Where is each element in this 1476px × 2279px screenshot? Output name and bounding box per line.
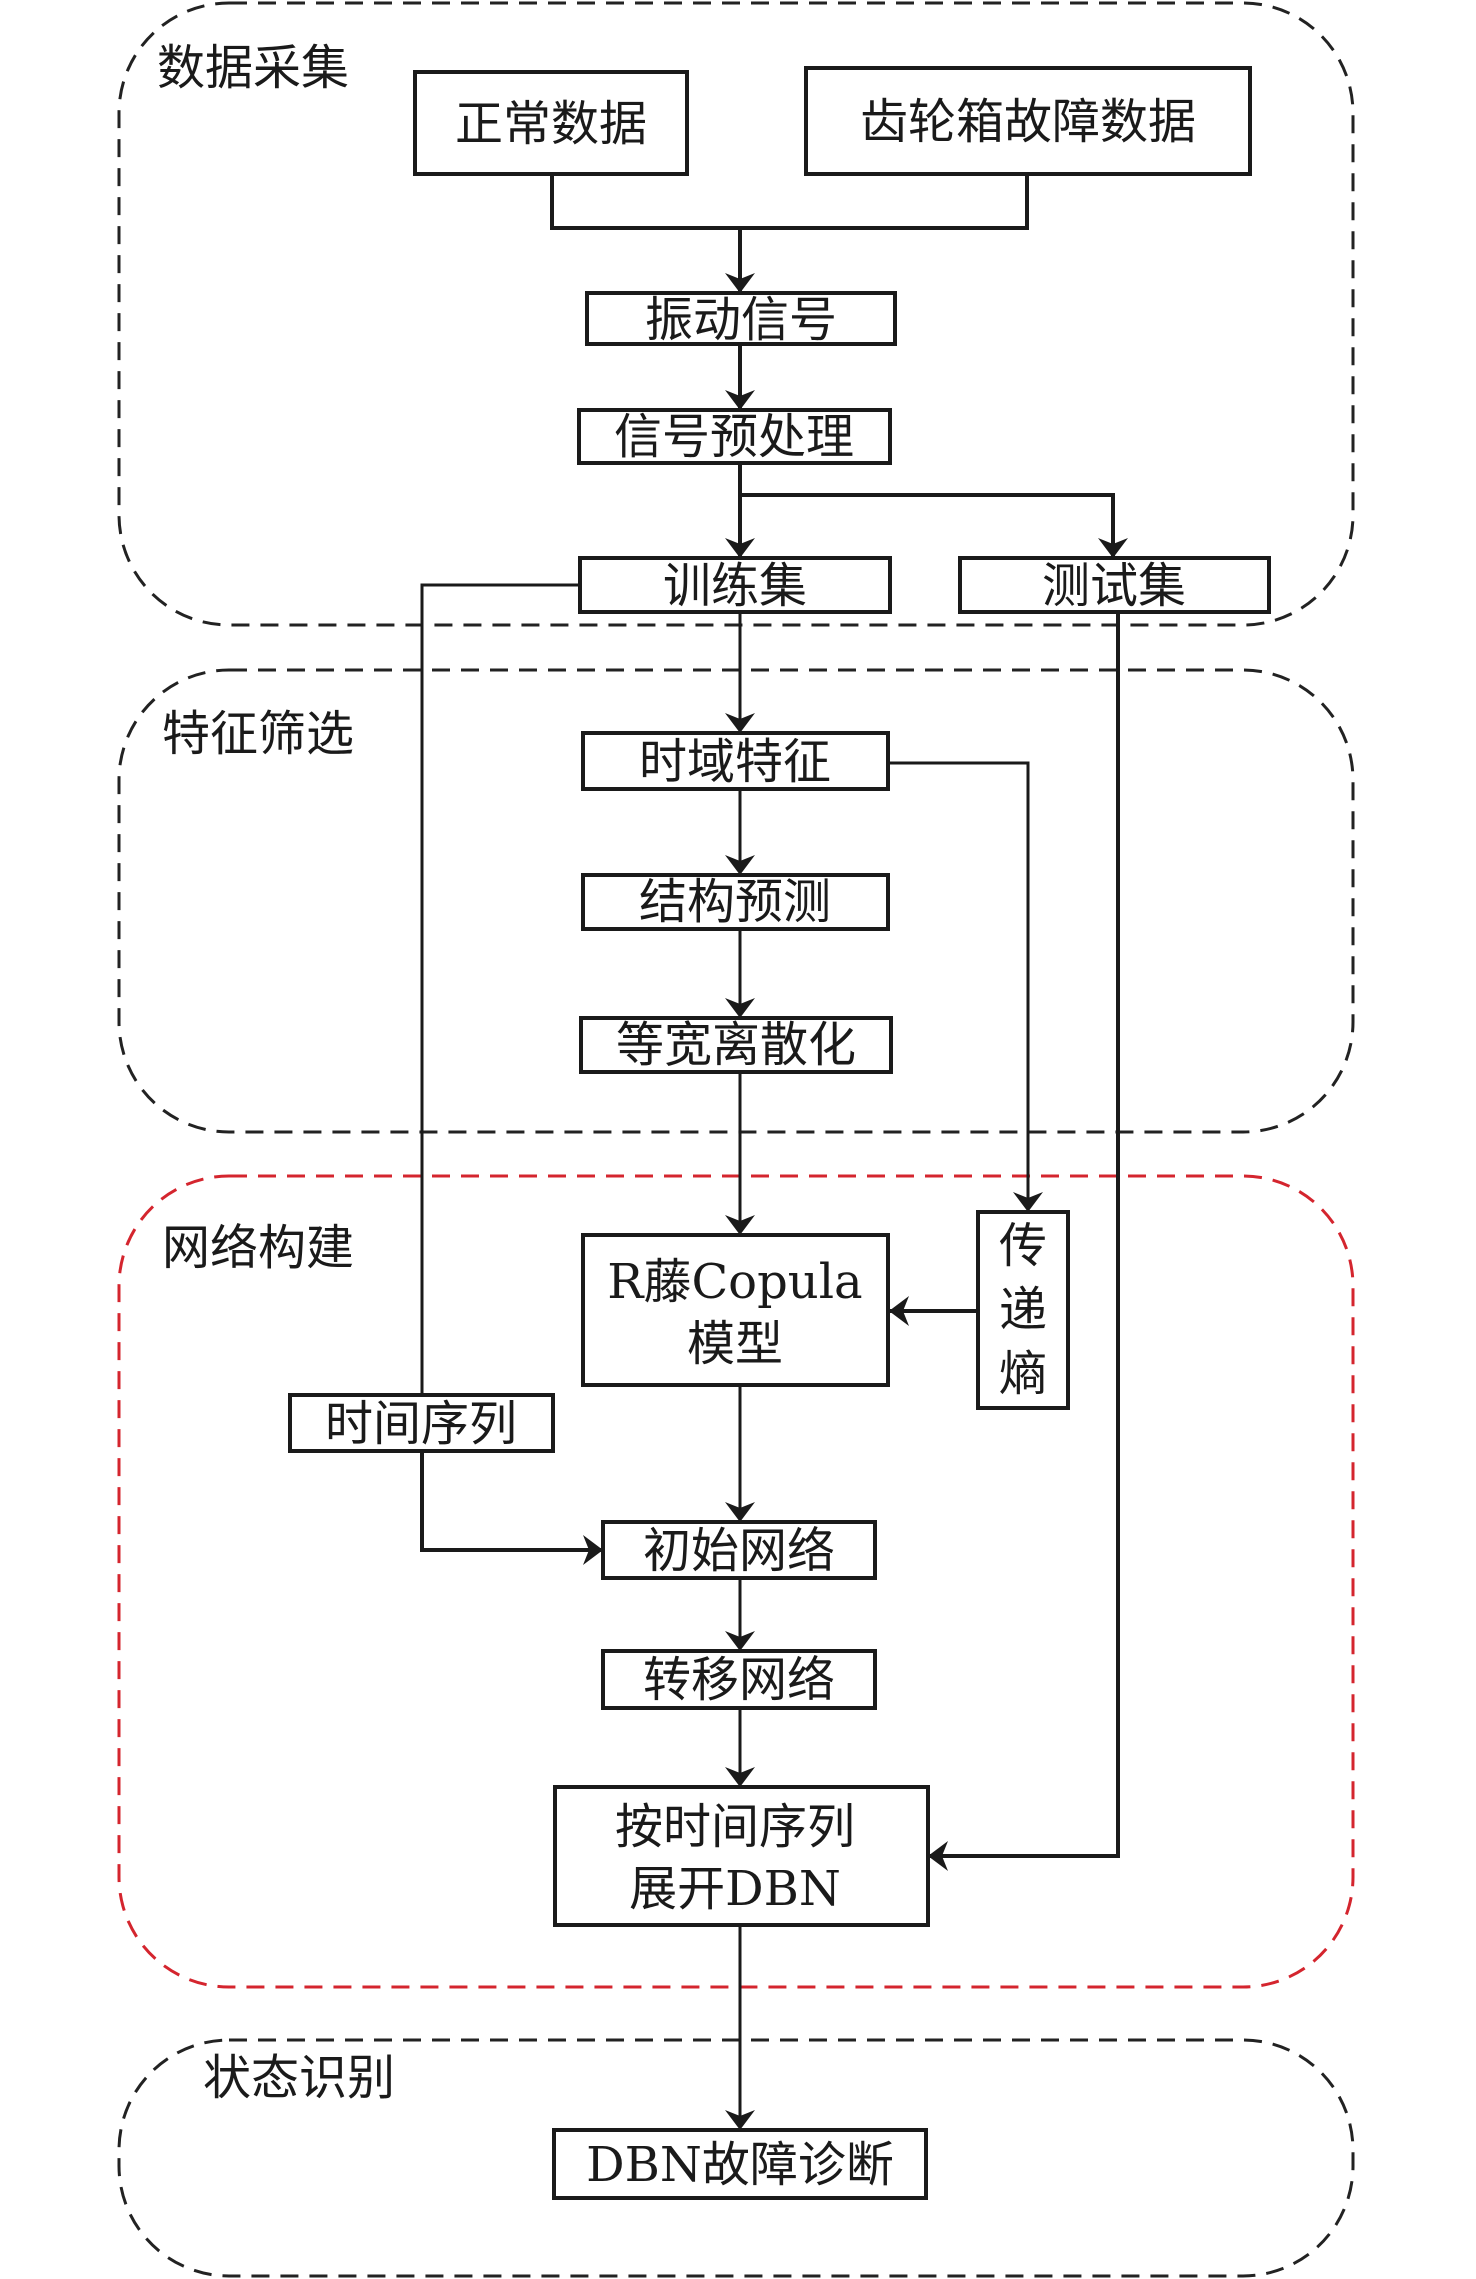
node-vibration-signal: 振动信号 — [585, 291, 897, 348]
section-label-network-construction: 网络构建 — [162, 1220, 354, 1276]
node-structure-prediction-label: 结构预测 — [639, 874, 831, 930]
node-initial-network-label: 初始网络 — [643, 1523, 835, 1579]
node-transfer-entropy: 传 递 熵 — [976, 1210, 1070, 1410]
arrow-time-domain-to-transfer-entropy — [888, 761, 1043, 1212]
node-transfer-entropy-char-1: 传 — [999, 1218, 1047, 1274]
node-r-vine-copula-label-line2: 模型 — [687, 1316, 783, 1372]
connector-normal-to-merge — [550, 174, 740, 230]
node-training-set: 训练集 — [578, 556, 892, 614]
node-transition-network-label: 转移网络 — [643, 1652, 835, 1708]
arrow-test-to-dbn — [928, 612, 1120, 1871]
node-unroll-dbn-label-line2: 展开DBN — [629, 1861, 841, 1917]
node-training-set-label: 训练集 — [663, 558, 807, 614]
node-dbn-fault-diagnosis-label: DBN故障诊断 — [586, 2137, 894, 2193]
node-test-set-label: 测试集 — [1042, 558, 1186, 614]
node-normal-data-label: 正常数据 — [455, 96, 647, 152]
section-feature-selection — [117, 668, 1355, 1134]
connector-fault-to-merge — [740, 174, 1029, 230]
arrow-preprocess-to-test — [740, 493, 1128, 558]
node-unroll-dbn-label-line1: 按时间序列 — [615, 1799, 855, 1855]
connector-train-to-timeseries — [420, 583, 580, 1395]
node-dbn-fault-diagnosis: DBN故障诊断 — [552, 2128, 928, 2200]
node-time-domain-features-label: 时域特征 — [639, 734, 831, 790]
section-data-collection — [117, 1, 1355, 627]
node-r-vine-copula-model: R藤Copula 模型 — [581, 1233, 890, 1387]
arrow-timeseries-to-initial — [420, 1451, 603, 1565]
section-label-feature-selection: 特征筛选 — [162, 706, 354, 762]
node-signal-preprocessing-label: 信号预处理 — [614, 409, 854, 465]
section-label-state-recognition: 状态识别 — [203, 2050, 395, 2106]
node-time-series-label: 时间序列 — [325, 1396, 517, 1452]
node-transfer-entropy-char-2: 递 — [999, 1282, 1047, 1338]
node-time-domain-features: 时域特征 — [581, 731, 890, 791]
node-r-vine-copula-label-line1: R藤Copula — [607, 1254, 862, 1310]
node-gearbox-fault-data: 齿轮箱故障数据 — [804, 66, 1252, 176]
node-equal-width-discretization: 等宽离散化 — [579, 1016, 893, 1074]
node-initial-network: 初始网络 — [601, 1520, 877, 1580]
node-gearbox-fault-data-label: 齿轮箱故障数据 — [860, 94, 1196, 150]
node-transition-network: 转移网络 — [601, 1649, 877, 1710]
node-unroll-dbn: 按时间序列 展开DBN — [553, 1785, 930, 1927]
node-transfer-entropy-char-3: 熵 — [999, 1346, 1047, 1402]
node-equal-width-discretization-label: 等宽离散化 — [616, 1017, 856, 1073]
section-label-data-collection: 数据采集 — [157, 40, 349, 96]
node-test-set: 测试集 — [958, 556, 1271, 614]
section-network-construction — [117, 1174, 1355, 1989]
node-normal-data: 正常数据 — [413, 70, 689, 176]
node-vibration-signal-label: 振动信号 — [645, 292, 837, 348]
node-signal-preprocessing: 信号预处理 — [577, 408, 892, 465]
node-structure-prediction: 结构预测 — [581, 873, 890, 931]
section-state-recognition — [117, 2038, 1355, 2278]
node-time-series: 时间序列 — [288, 1393, 555, 1453]
